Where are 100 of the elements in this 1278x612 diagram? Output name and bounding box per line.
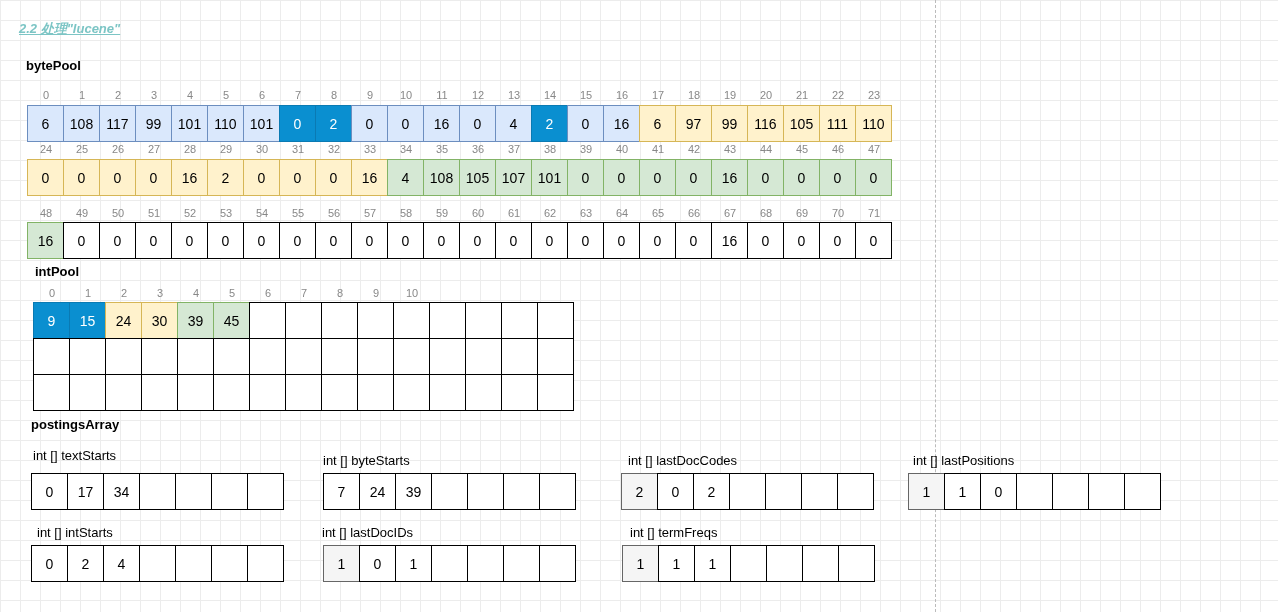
array-cell: 0	[63, 222, 100, 259]
array-cell: 0	[387, 222, 424, 259]
index-number: 4	[185, 89, 195, 101]
index-number: 2	[113, 89, 123, 101]
index-number: 16	[614, 89, 630, 101]
index-number: 14	[542, 89, 558, 101]
index-number: 68	[758, 207, 774, 219]
index-number: 5	[221, 89, 231, 101]
array-cell: 2	[693, 473, 730, 510]
index-number: 10	[398, 89, 414, 101]
index-number: 40	[614, 143, 630, 155]
array-cell: 97	[675, 105, 712, 142]
array-cell: 0	[279, 105, 316, 142]
array-cell: 0	[315, 159, 352, 196]
index-number: 6	[263, 287, 273, 299]
index-number: 3	[155, 287, 165, 299]
array-cell: 39	[395, 473, 432, 510]
array-cell: 0	[423, 222, 460, 259]
array-cell: 0	[171, 222, 208, 259]
array-cell: 0	[459, 222, 496, 259]
array-cell: 34	[103, 473, 140, 510]
index-number: 55	[290, 207, 306, 219]
array-cell: 0	[99, 159, 136, 196]
array-cell: 0	[243, 222, 280, 259]
array-cell: 110	[207, 105, 244, 142]
array-cell: 17	[67, 473, 104, 510]
array-cell: 1	[395, 545, 432, 582]
index-number: 58	[398, 207, 414, 219]
array-cell: 1	[658, 545, 695, 582]
array-cell: 0	[567, 222, 604, 259]
array-cell: 0	[747, 159, 784, 196]
array-cell: 0	[63, 159, 100, 196]
array-label: int [] intStarts	[37, 525, 113, 540]
index-number: 24	[38, 143, 54, 155]
index-number: 4	[191, 287, 201, 299]
array-cell: 0	[99, 222, 136, 259]
index-number: 62	[542, 207, 558, 219]
index-number: 46	[830, 143, 846, 155]
index-number: 37	[506, 143, 522, 155]
array-label: int [] lastDocIDs	[322, 525, 414, 540]
array-cell: 107	[495, 159, 532, 196]
array-cell: 6	[639, 105, 676, 142]
array-label: int [] byteStarts	[323, 453, 410, 468]
index-number: 8	[329, 89, 339, 101]
index-number: 56	[326, 207, 342, 219]
array-cell: 0	[351, 105, 388, 142]
index-number: 8	[335, 287, 345, 299]
index-number: 6	[257, 89, 267, 101]
array-cell: 0	[207, 222, 244, 259]
index-number: 7	[299, 287, 309, 299]
index-number: 63	[578, 207, 594, 219]
array-cell: 2	[67, 545, 104, 582]
index-number: 5	[227, 287, 237, 299]
index-number: 43	[722, 143, 738, 155]
index-number: 48	[38, 207, 54, 219]
index-number: 12	[470, 89, 486, 101]
index-number: 34	[398, 143, 414, 155]
array-cell: 0	[675, 159, 712, 196]
array-cell: 105	[459, 159, 496, 196]
index-number: 15	[578, 89, 594, 101]
index-number: 45	[794, 143, 810, 155]
array-cell: 0	[495, 222, 532, 259]
index-number: 0	[47, 287, 57, 299]
index-number: 23	[866, 89, 882, 101]
index-number: 60	[470, 207, 486, 219]
array-cell: 0	[279, 159, 316, 196]
index-number: 52	[182, 207, 198, 219]
index-number: 33	[362, 143, 378, 155]
index-number: 26	[110, 143, 126, 155]
array-cell: 7	[323, 473, 360, 510]
array-cell: 0	[819, 159, 856, 196]
array-label: int [] textStarts	[33, 448, 117, 463]
index-number: 18	[686, 89, 702, 101]
array-cell: 1	[944, 473, 981, 510]
section-heading: bytePool	[26, 58, 81, 73]
array-cell: 0	[980, 473, 1017, 510]
array-cell: 108	[63, 105, 100, 142]
array-cell: 1	[323, 545, 360, 582]
index-number: 9	[371, 287, 381, 299]
array-cell: 0	[387, 105, 424, 142]
array-cell: 0	[359, 545, 396, 582]
array-cell: 16	[351, 159, 388, 196]
array-cell: 0	[639, 222, 676, 259]
array-cell: 1	[622, 545, 659, 582]
array-cell: 0	[459, 105, 496, 142]
array-cell: 24	[359, 473, 396, 510]
index-number: 41	[650, 143, 666, 155]
array-cell: 117	[99, 105, 136, 142]
index-number: 32	[326, 143, 342, 155]
index-number: 61	[506, 207, 522, 219]
array-cell: 111	[819, 105, 856, 142]
array-cell: 105	[783, 105, 820, 142]
index-number: 27	[146, 143, 162, 155]
index-number: 2	[119, 287, 129, 299]
array-cell: 0	[351, 222, 388, 259]
array-cell: 0	[783, 159, 820, 196]
index-number: 50	[110, 207, 126, 219]
index-number: 11	[435, 89, 449, 101]
array-cell: 4	[103, 545, 140, 582]
index-number: 67	[722, 207, 738, 219]
